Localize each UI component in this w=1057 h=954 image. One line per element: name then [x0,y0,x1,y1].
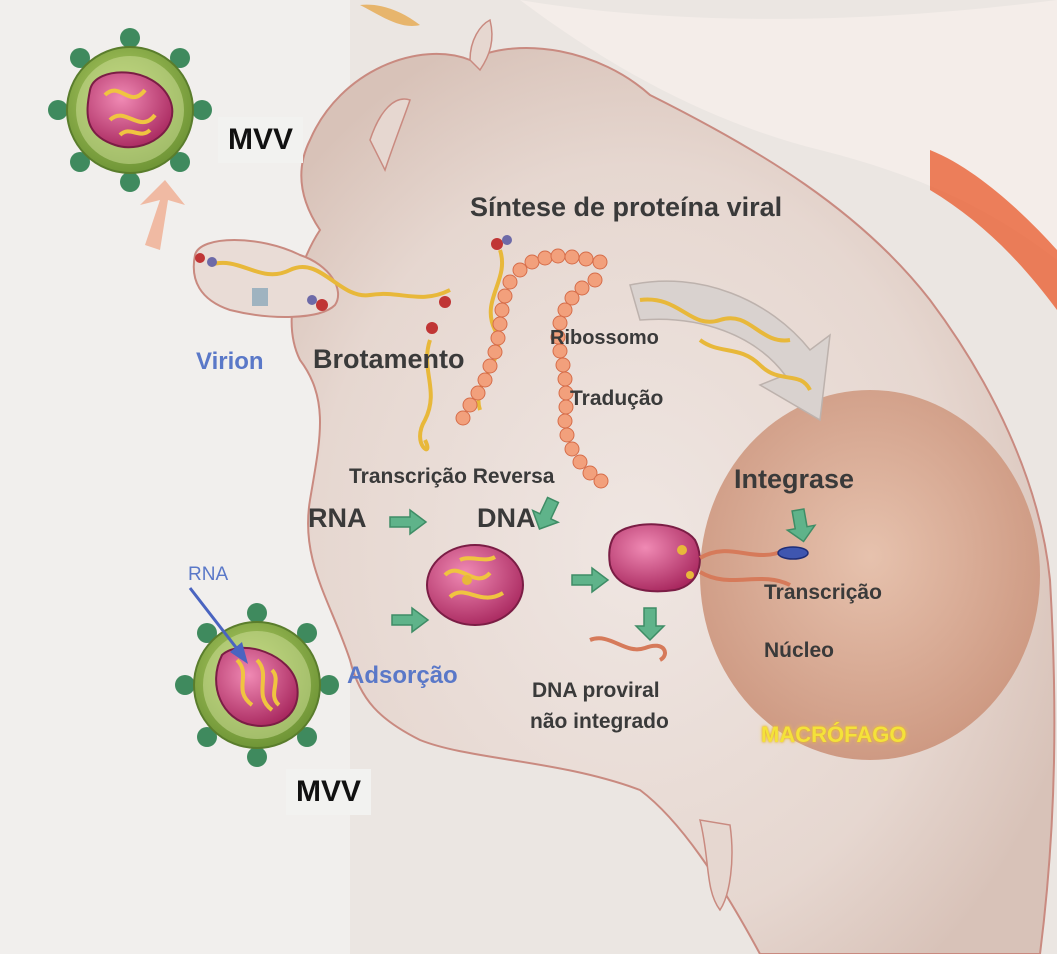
label-rna-small: RNA [188,565,228,584]
mvv-label-top-box: MVV [218,117,303,163]
label-integrase: Integrase [734,466,854,493]
virus-top [48,28,212,192]
integrase-marker [778,547,808,559]
label-adsorcao: Adsorção [347,664,458,688]
label-sintese: Síntese de proteína viral [470,194,782,221]
label-transcricao-reversa: Transcrição Reversa [349,466,554,487]
vesicle [252,288,268,306]
label-virion: Virion [196,350,264,374]
label-transcricao: Transcrição [764,582,882,603]
capsid-cytoplasm [427,545,523,625]
label-traducao: Tradução [570,388,663,409]
label-nucleo: Núcleo [764,640,834,661]
label-macrofago: MACRÓFAGO [761,724,906,746]
label-ribossomo: Ribossomo [550,328,659,348]
mvv-label-bottom: MVV [296,775,361,808]
label-dna: DNA [477,505,536,532]
mvv-label-top: MVV [228,123,293,156]
virus-bottom [175,603,339,767]
label-nao-integrado: não integrado [530,711,669,732]
nucleus [700,390,1040,760]
label-brotamento: Brotamento [313,346,465,373]
label-rna: RNA [308,505,367,532]
mvv-label-bottom-box: MVV [286,769,371,815]
label-dna-proviral: DNA proviral [532,680,660,701]
